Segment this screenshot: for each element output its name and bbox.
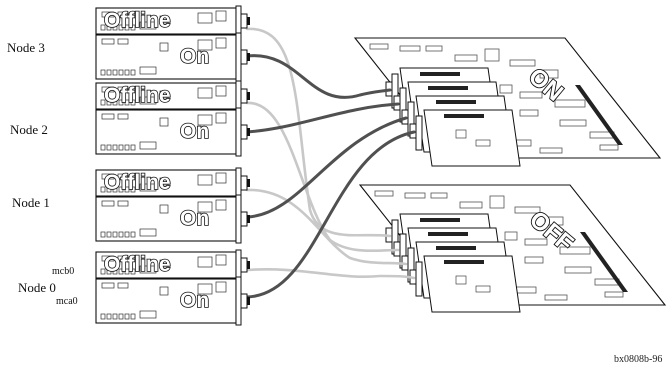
node-2-lower-card-connector bbox=[240, 124, 248, 140]
hub-off-card-3-edge bbox=[444, 260, 484, 264]
cables-online bbox=[245, 54, 416, 299]
node-3-lower-card: On bbox=[95, 32, 250, 82]
node-1-lower-card-components bbox=[100, 199, 227, 238]
cable-node2-offline bbox=[245, 101, 400, 253]
node-0-lower-card-connector-pin bbox=[247, 297, 250, 305]
node-1-lower-card: On bbox=[95, 194, 250, 244]
hub-off-card-0-edge bbox=[420, 218, 460, 222]
cable-node1-offline bbox=[245, 188, 408, 266]
node-2-lower-card-connector-pin bbox=[247, 128, 250, 136]
hub-on-slot bbox=[575, 85, 623, 145]
node-1-upper-card: Offline bbox=[95, 167, 250, 199]
node-1-lower-card-status: On bbox=[180, 207, 209, 230]
node-2-lower-card-components bbox=[100, 112, 227, 151]
cable-node2-online bbox=[245, 102, 400, 134]
node-label-2: Node 2 bbox=[10, 122, 48, 137]
node-3-upper-card-bracket bbox=[235, 5, 242, 37]
node-label-0: Node 0 bbox=[18, 280, 56, 295]
cable-node3-offline bbox=[245, 27, 392, 238]
hub-off-card-1-edge bbox=[428, 232, 468, 236]
node-0-lower-card-connector bbox=[240, 293, 248, 309]
node-1-upper-card-bracket bbox=[235, 167, 242, 199]
node-3-lower-card-status: On bbox=[180, 45, 209, 68]
hub-on-card-3-bracket bbox=[415, 115, 423, 151]
node-3-upper-card: Offline bbox=[95, 5, 250, 37]
node-0-upper-card-status: Offline bbox=[104, 253, 171, 276]
node-2-upper-card-connector bbox=[240, 88, 248, 104]
node-2-lower-card-status: On bbox=[180, 120, 209, 143]
node-0-upper-card-connector bbox=[240, 257, 248, 273]
hub-off-card-2-edge bbox=[436, 246, 476, 250]
node-1-upper-card-components bbox=[100, 172, 227, 193]
hub-on-card-1-edge bbox=[428, 86, 468, 90]
node-3-upper-card-status: Offline bbox=[104, 9, 171, 32]
hub-on-card-3-edge bbox=[444, 114, 484, 118]
port-label-mca0: mca0 bbox=[56, 296, 78, 307]
node-1-upper-card-status: Offline bbox=[104, 171, 171, 194]
hub-off-card-3-bracket bbox=[415, 261, 423, 297]
node-0-lower-card-components bbox=[100, 281, 227, 320]
node-3-upper-card-connector bbox=[240, 13, 248, 29]
cable-node0-online bbox=[245, 130, 416, 299]
node-0-upper-card-connector-pin bbox=[247, 261, 250, 269]
node-3-lower-card-bracket bbox=[235, 32, 242, 82]
hub-on-card-3 bbox=[409, 109, 521, 167]
node-0-upper-card: Offline bbox=[95, 249, 250, 281]
node-label-3: Node 3 bbox=[7, 40, 45, 55]
node-0-lower-card-bracket bbox=[235, 276, 242, 326]
node-0-upper-card-bracket bbox=[235, 249, 242, 281]
node-2-upper-card-bracket bbox=[235, 80, 242, 112]
node-1-lower-card-bracket bbox=[235, 194, 242, 244]
node-1-upper-card-connector-pin bbox=[247, 179, 250, 187]
node-3-lower-card-connector bbox=[240, 49, 248, 65]
hub-on-card-2-edge bbox=[436, 100, 476, 104]
node-0-upper-card-components bbox=[100, 254, 227, 275]
node-0-lower-card: On bbox=[95, 276, 250, 326]
hub-on-card-3-board bbox=[423, 109, 521, 167]
port-label-mcb0: mcb0 bbox=[52, 266, 74, 277]
node-2-lower-card: On bbox=[95, 107, 250, 157]
cable-node3-online bbox=[245, 54, 392, 99]
node-1-upper-card-connector bbox=[240, 175, 248, 191]
node-2-upper-card-connector-pin bbox=[247, 92, 250, 100]
hub-off-slot bbox=[580, 232, 628, 292]
node-3-lower-card-components bbox=[100, 37, 227, 76]
node-1-lower-card-connector bbox=[240, 211, 248, 227]
node-label-1: Node 1 bbox=[12, 195, 50, 210]
figure-id: bx0808b-96 bbox=[614, 354, 662, 365]
node-2-upper-card: Offline bbox=[95, 80, 250, 112]
node-3-lower-card-connector-pin bbox=[247, 53, 250, 61]
node-3-upper-card-components bbox=[100, 10, 227, 31]
node-1-lower-card-connector-pin bbox=[247, 215, 250, 223]
node-0-lower-card-status: On bbox=[180, 289, 209, 312]
cables-offline bbox=[245, 27, 416, 280]
node-2-lower-card-bracket bbox=[235, 107, 242, 157]
hub-off-card-3-board bbox=[423, 255, 521, 313]
node-2-upper-card-status: Offline bbox=[104, 84, 171, 107]
node-2-upper-card-components bbox=[100, 85, 227, 106]
cable-node1-online bbox=[245, 116, 408, 219]
hub-off-board-details bbox=[374, 190, 624, 301]
hub-on-card-0-edge bbox=[420, 72, 460, 76]
node-3-upper-card-connector-pin bbox=[247, 17, 250, 25]
cable-node0-offline bbox=[245, 268, 416, 280]
